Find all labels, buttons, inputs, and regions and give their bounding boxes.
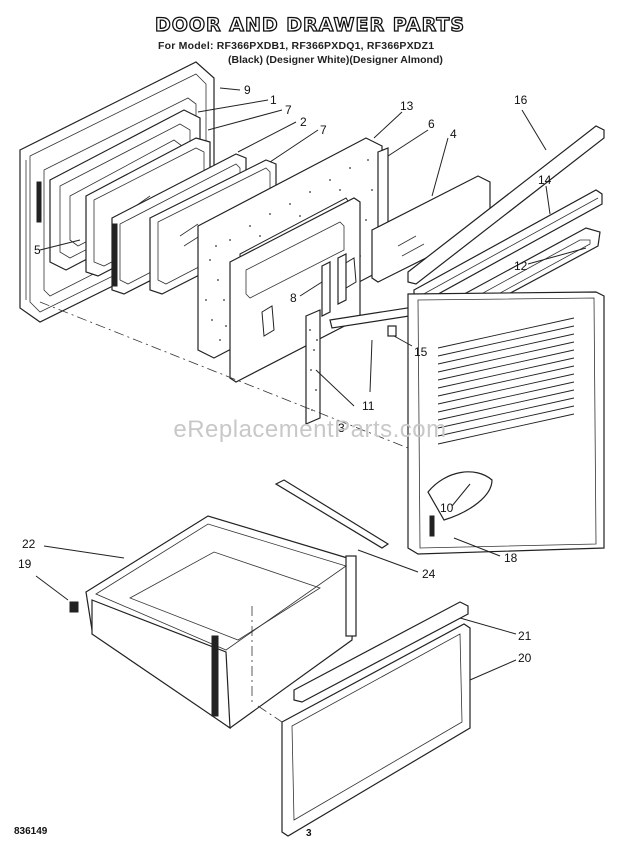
- door-top-trim: [407, 125, 605, 285]
- callout-11: 11: [362, 399, 375, 413]
- callout-20: 20: [518, 651, 532, 665]
- callout-14: 14: [538, 173, 552, 187]
- callout-18: 18: [504, 551, 518, 565]
- callout-1: 1: [270, 93, 277, 107]
- door-spacer: [387, 325, 397, 337]
- callout-2: 2: [300, 115, 307, 129]
- door-outer-panel: [407, 291, 605, 555]
- callout-8: 8: [290, 291, 297, 305]
- callout-13: 13: [400, 99, 414, 113]
- callout-4: 4: [450, 127, 457, 141]
- callout-21: 21: [518, 629, 532, 643]
- callout-10: 10: [440, 501, 454, 515]
- callout-12: 12: [514, 259, 528, 273]
- drawer-front-trim: [293, 601, 469, 703]
- callout-7: 7: [285, 103, 292, 117]
- page-number: 3: [306, 828, 312, 839]
- door-gasket-strip: [305, 309, 321, 425]
- callout-9: 9: [244, 83, 251, 97]
- door-hinge-bracket: [321, 253, 347, 317]
- drawer-body: [85, 515, 357, 730]
- callout-19: 19: [18, 557, 32, 571]
- callout-7: 7: [320, 123, 327, 137]
- drawer-slide: [274, 479, 390, 549]
- document-code: 836149: [14, 826, 48, 837]
- callout-16: 16: [514, 93, 528, 107]
- model-list: For Model: RF366PXDB1, RF366PXDQ1, RF366…: [158, 40, 435, 52]
- callout-15: 15: [414, 345, 428, 359]
- callout-24: 24: [422, 567, 436, 581]
- callout-leaders: [35, 87, 587, 681]
- callout-6: 6: [428, 117, 435, 131]
- callout-3: 3: [338, 421, 345, 435]
- watermark: eReplacementParts.com: [173, 416, 447, 443]
- drawer-front-panel: [281, 623, 471, 837]
- drawer-glide: [69, 601, 79, 613]
- model-variants: (Black) (Designer White)(Designer Almond…: [228, 54, 443, 66]
- page-title: DOOR AND DRAWER PARTS: [154, 13, 466, 36]
- callout-22: 22: [22, 537, 36, 551]
- callout-5: 5: [34, 243, 41, 257]
